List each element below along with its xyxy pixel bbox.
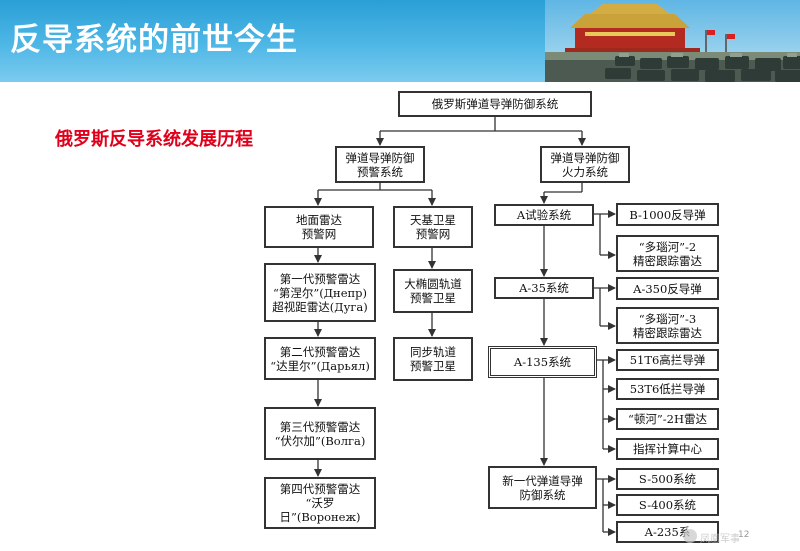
section-subtitle: 俄罗斯反导系统发展历程: [55, 129, 253, 150]
root-box: 俄罗斯弹道导弹防御系统: [398, 91, 592, 117]
page-title: 反导系统的前世今生: [10, 22, 298, 58]
tiananmen-parade-photo: [545, 0, 800, 82]
watermark: 凤凰军事: [700, 534, 740, 545]
radar-gen4-box: 第四代预警雷达 “沃罗日”(Воронеж): [264, 477, 376, 529]
new-gen-system-box: 新一代弹道导弹 防御系统: [488, 466, 597, 509]
heo-satellite-box: 大椭圆轨道 预警卫星: [393, 269, 473, 313]
early-warning-box: 弹道导弹防御 预警系统: [335, 146, 425, 183]
page-number: 12: [738, 530, 750, 540]
duoxianghe3-radar-box: “多瑙河”-3 精密跟踪雷达: [616, 307, 719, 344]
space-satellite-net-box: 天基卫星 预警网: [393, 206, 473, 248]
title-banner: 反导系统的前世今生: [0, 0, 800, 82]
system-a35-box: A-35系统: [494, 277, 594, 299]
b1000-missile-box: B-1000反导弹: [616, 203, 719, 226]
a350-missile-box: A-350反导弹: [616, 277, 719, 300]
ground-radar-net-box: 地面雷达 预警网: [264, 206, 374, 248]
geo-satellite-box: 同步轨道 预警卫星: [393, 337, 473, 381]
duoxianghe2-radar-box: “多瑙河”-2 精密跟踪雷达: [616, 235, 719, 272]
53t6-missile-box: 53T6低拦导弹: [616, 378, 719, 400]
system-a135-box: A-135系统: [488, 346, 597, 378]
parade-photo-graphic: [545, 0, 800, 82]
radar-gen2-box: 第二代预警雷达 “达里尔”(Дарьял): [264, 337, 376, 380]
s400-system-box: S-400系统: [616, 494, 719, 516]
51t6-missile-box: 51T6高拦导弹: [616, 349, 719, 371]
system-a-box: A试验系统: [494, 204, 594, 226]
dunhe-radar-box: “顿河”-2H雷达: [616, 408, 719, 430]
command-center-box: 指挥计算中心: [616, 438, 719, 460]
watermark-logo-icon: [683, 529, 697, 543]
fire-power-box: 弹道导弹防御 火力系统: [540, 146, 630, 183]
s500-system-box: S-500系统: [616, 468, 719, 490]
radar-gen1-box: 第一代预警雷达 “第涅尔”(Днепр) 超视距雷达(Дуга): [264, 263, 376, 322]
radar-gen3-box: 第三代预警雷达 “伏尔加”(Волга): [264, 407, 376, 460]
